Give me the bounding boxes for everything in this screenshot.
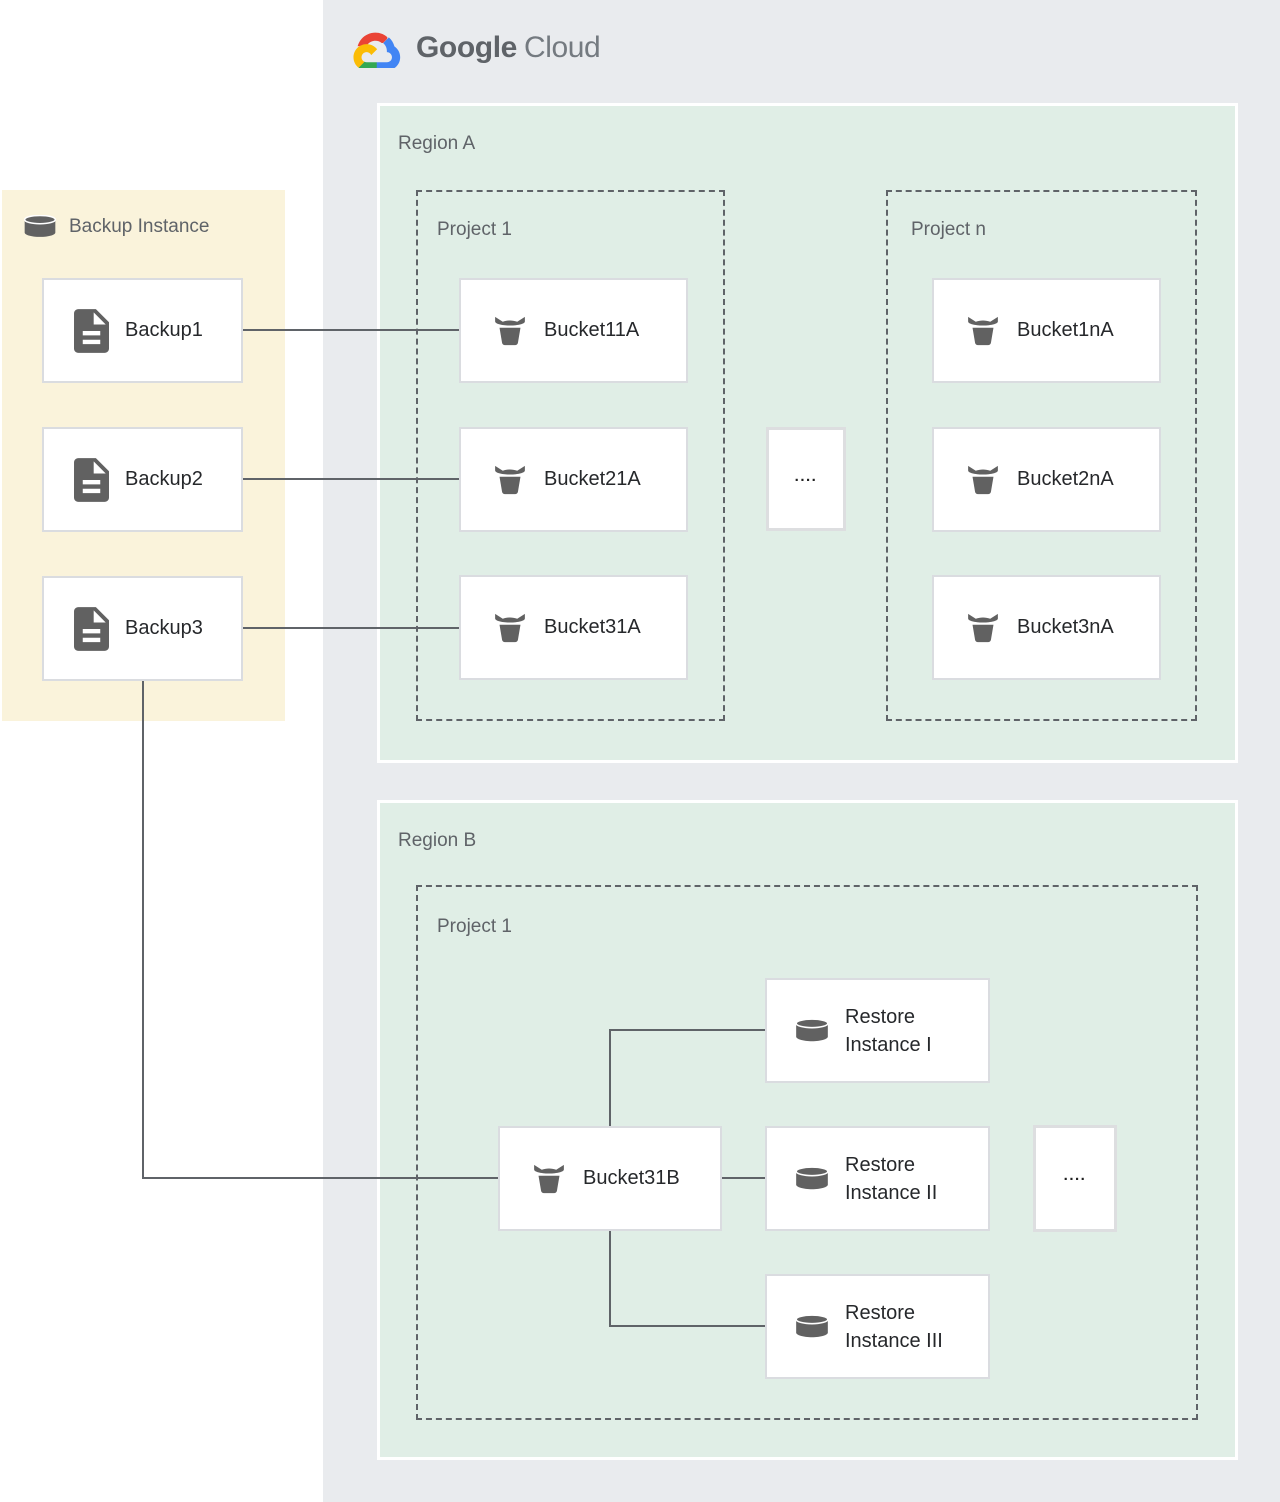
connector-backup2-bucket21a	[243, 478, 459, 480]
database-icon	[793, 1166, 831, 1191]
bucket31b-node: Bucket31B	[498, 1126, 722, 1231]
connector-backup3-bucket31b-horizontal	[142, 1177, 498, 1179]
backup-instance-header: Backup Instance	[21, 215, 209, 238]
bucket-icon	[491, 463, 529, 497]
restore-instance-2-node: Restore Instance II	[765, 1126, 990, 1231]
region-b-project-1	[416, 885, 1198, 1420]
bucket31a-node: Bucket31A	[459, 575, 688, 680]
connector-bucket31b-restore3-vertical	[609, 1231, 611, 1327]
bucket11a-node: Bucket11A	[459, 278, 688, 383]
region-a-project-1	[416, 190, 725, 721]
region-b-ellipsis-box: ....	[1033, 1125, 1117, 1232]
restore-instance-3-node: Restore Instance III	[765, 1274, 990, 1379]
region-a-ellipsis-box: ....	[766, 427, 846, 531]
connector-bucket31b-restore2	[722, 1177, 765, 1179]
bucket21a-label: Bucket21A	[544, 468, 641, 490]
logo-brand: Google	[416, 30, 517, 64]
bucket2na-label: Bucket2nA	[1017, 468, 1114, 490]
google-cloud-icon	[351, 27, 401, 68]
restore-instance-1-node: Restore Instance I	[765, 978, 990, 1083]
bucket1na-node: Bucket1nA	[932, 278, 1161, 383]
backup1-node: Backup1	[42, 278, 243, 383]
connector-backup1-bucket11a	[243, 329, 459, 331]
restore-instance-1-label: Restore Instance I	[845, 1005, 932, 1056]
bucket-icon	[964, 314, 1002, 348]
document-icon	[74, 607, 109, 651]
connector-backup3-bucket31b-vertical	[142, 681, 144, 1179]
connector-bucket31b-restore1-vertical	[609, 1030, 611, 1126]
restore-instance-2-label: Restore Instance II	[845, 1153, 938, 1204]
backup-instance-title: Backup Instance	[69, 215, 210, 237]
document-icon	[74, 458, 109, 502]
database-icon	[793, 1314, 831, 1339]
bucket11a-label: Bucket11A	[544, 319, 640, 341]
bucket-icon	[491, 611, 529, 645]
bucket-icon	[964, 463, 1002, 497]
backup2-node: Backup2	[42, 427, 243, 532]
bucket21a-node: Bucket21A	[459, 427, 688, 532]
bucket1na-label: Bucket1nA	[1017, 319, 1114, 341]
region-a-project-n	[886, 190, 1197, 721]
bucket3na-label: Bucket3nA	[1017, 616, 1114, 638]
bucket-icon	[530, 1162, 568, 1196]
bucket31a-label: Bucket31A	[544, 616, 641, 638]
database-icon	[793, 1018, 831, 1043]
backup3-node: Backup3	[42, 576, 243, 681]
bucket-icon	[964, 611, 1002, 645]
logo-product: Cloud	[523, 30, 601, 64]
region-b-label: Region B	[398, 830, 477, 851]
backup2-label: Backup2	[125, 468, 203, 490]
restore-instance-3-label: Restore Instance III	[845, 1301, 943, 1352]
connector-bucket31b-restore1-horizontal	[609, 1029, 765, 1031]
bucket-icon	[491, 314, 529, 348]
backup3-label: Backup3	[125, 617, 203, 639]
connector-bucket31b-restore3-horizontal	[609, 1325, 765, 1327]
database-icon	[21, 215, 59, 238]
bucket31b-label: Bucket31B	[583, 1167, 680, 1189]
region-b-project-1-label: Project 1	[437, 916, 512, 937]
bucket2na-node: Bucket2nA	[932, 427, 1161, 532]
backup1-label: Backup1	[125, 319, 203, 341]
document-icon	[74, 309, 109, 353]
region-a-label: Region A	[398, 133, 476, 154]
connector-backup3-bucket31a	[243, 627, 459, 629]
region-b-ellipsis: ....	[1063, 1167, 1087, 1184]
region-a-project-1-label: Project 1	[437, 219, 512, 240]
bucket3na-node: Bucket3nA	[932, 575, 1161, 680]
region-a-ellipsis: ....	[794, 467, 818, 485]
region-a-project-n-label: Project n	[911, 219, 986, 240]
